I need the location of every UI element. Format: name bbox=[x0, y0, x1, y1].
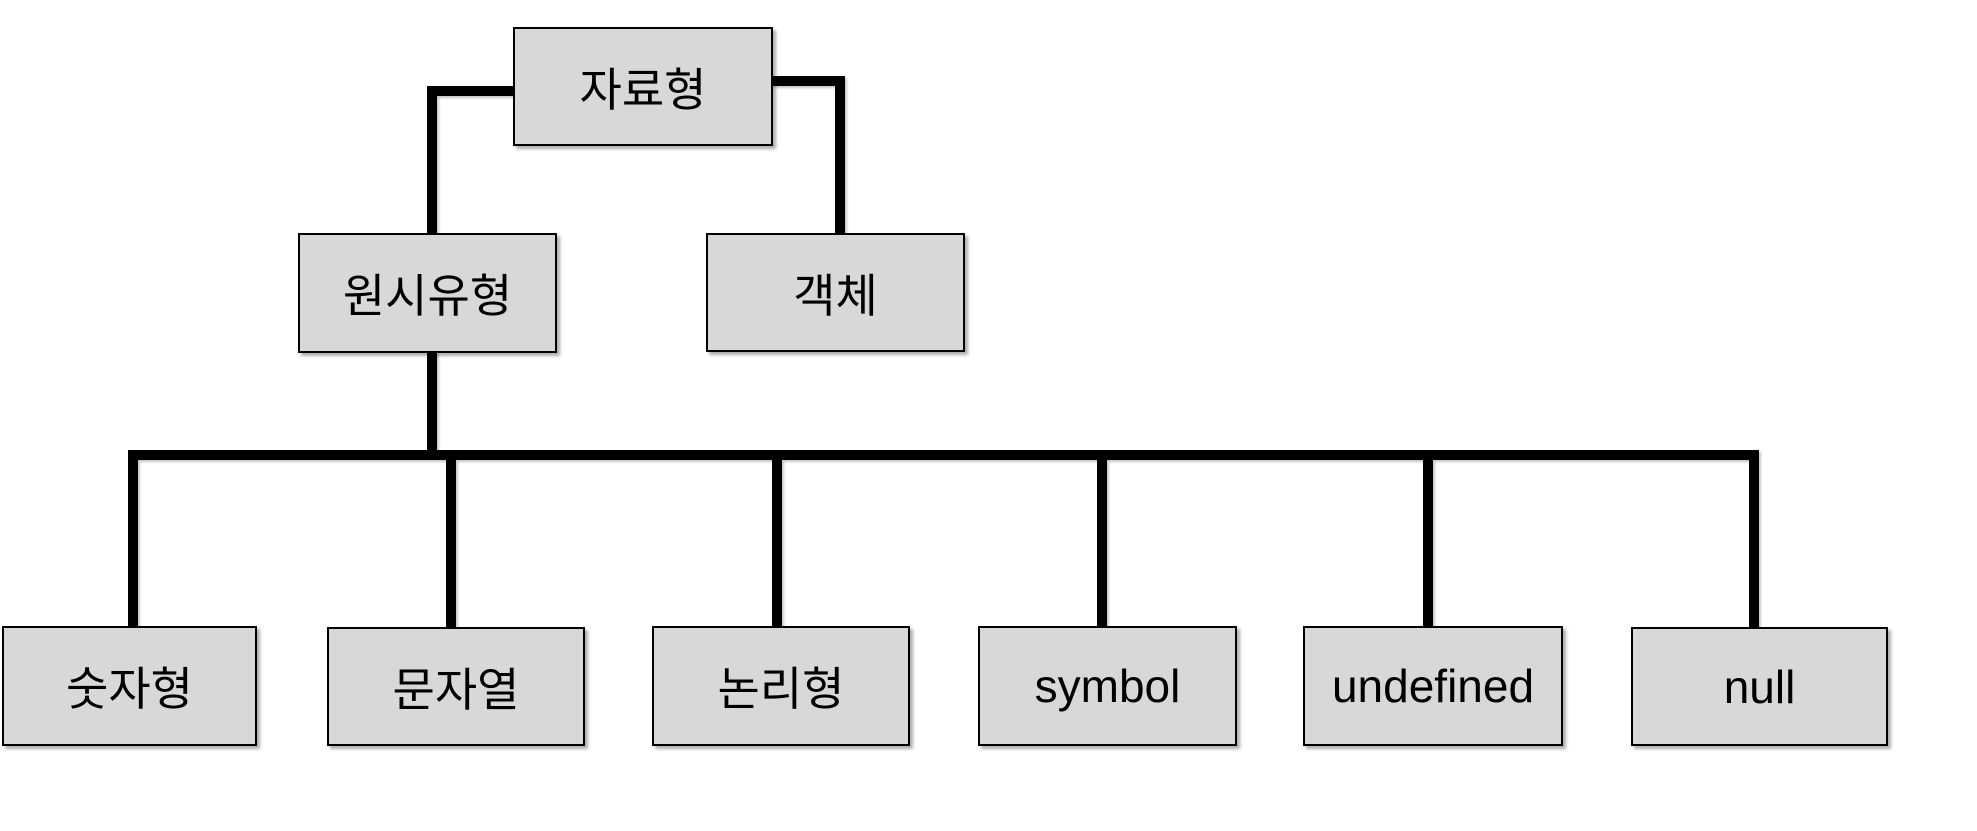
node-object: 객체 bbox=[706, 233, 965, 352]
node-primitive-type: 원시유형 bbox=[298, 233, 557, 353]
node-undefined-type: undefined bbox=[1303, 626, 1563, 746]
node-data-type: 자료형 bbox=[513, 27, 773, 146]
node-symbol-type: symbol bbox=[978, 626, 1237, 746]
node-null-type: null bbox=[1631, 627, 1888, 746]
node-boolean-type: 논리형 bbox=[652, 626, 910, 746]
node-number-type: 숫자형 bbox=[2, 626, 257, 746]
node-string-type: 문자열 bbox=[327, 627, 585, 746]
edge-root-primitive bbox=[427, 86, 513, 233]
edge-root-object bbox=[772, 76, 845, 233]
